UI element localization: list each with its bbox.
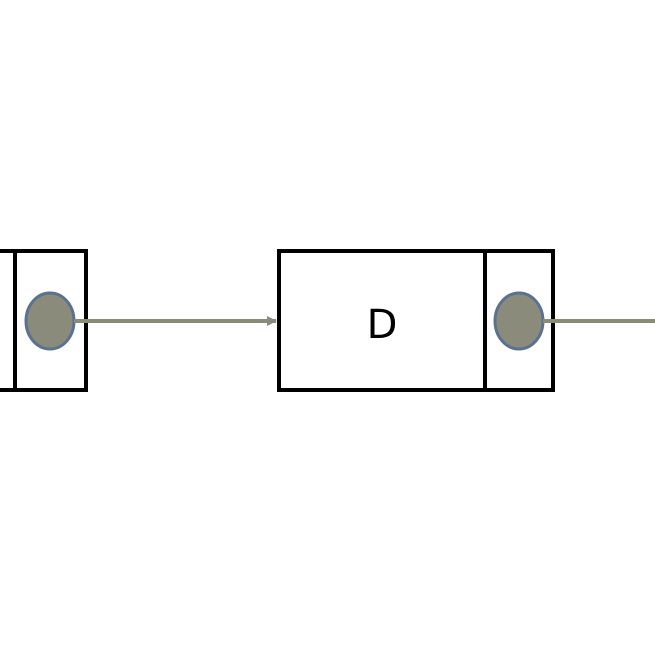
node-d-label: D <box>367 302 398 348</box>
node-d: D <box>277 249 555 392</box>
prev-node <box>0 249 88 392</box>
prev-node-pointer-dot <box>24 291 76 351</box>
node-d-pointer-dot <box>493 291 545 351</box>
prev-node-data-cell <box>0 249 17 392</box>
node-d-data-cell <box>277 249 487 392</box>
